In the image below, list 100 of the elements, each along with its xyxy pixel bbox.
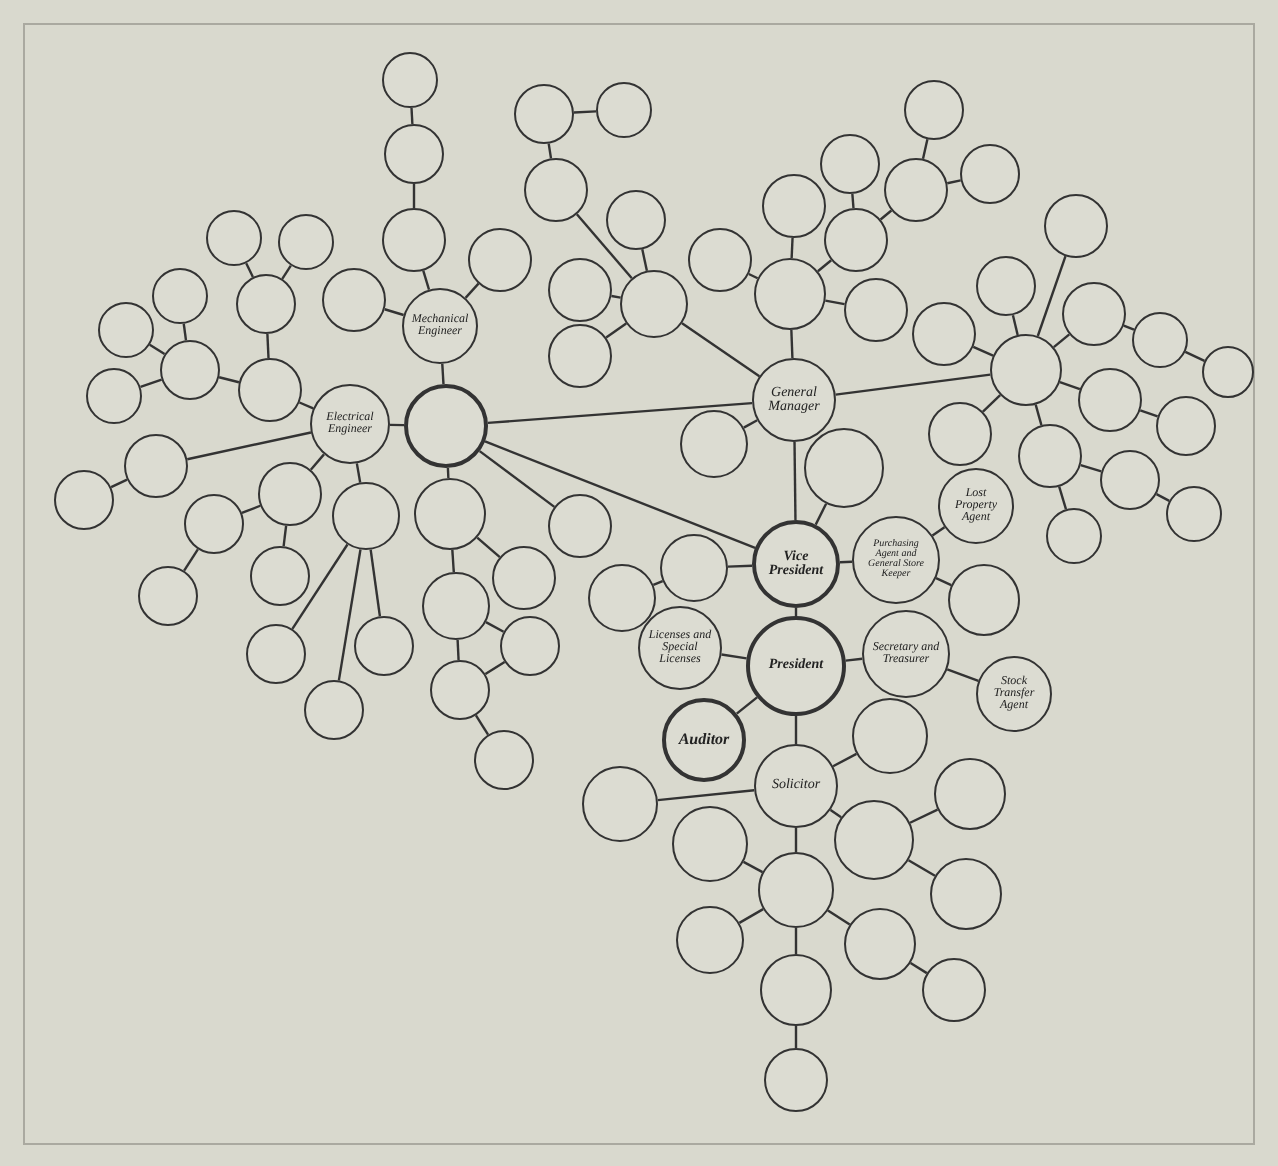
office-circle [754, 744, 838, 828]
connector-line [879, 209, 893, 221]
empty-circle [430, 660, 490, 720]
empty-circle [930, 858, 1002, 930]
empty-circle [680, 410, 748, 478]
empty-circle [1202, 346, 1254, 398]
connector-line [266, 333, 270, 359]
empty-circle [524, 158, 588, 222]
empty-circle [904, 80, 964, 140]
empty-circle [548, 324, 612, 388]
empty-circle [844, 908, 916, 980]
empty-circle [934, 758, 1006, 830]
empty-circle [304, 680, 364, 740]
empty-circle [124, 434, 188, 498]
empty-circle [660, 534, 728, 602]
empty-circle [1018, 424, 1082, 488]
office-title: Auditor [678, 731, 730, 749]
empty-circle [912, 302, 976, 366]
connector-line [478, 450, 556, 508]
connector-line [794, 928, 798, 954]
office-circle [976, 656, 1052, 732]
empty-circle [676, 906, 744, 974]
connector-line [187, 431, 312, 461]
empty-circle [1044, 194, 1108, 258]
empty-circle [54, 470, 114, 530]
empty-circle [824, 208, 888, 272]
office-circle [752, 358, 836, 442]
connector-line [422, 270, 431, 290]
empty-circle [1062, 282, 1126, 346]
empty-circle [1132, 312, 1188, 368]
empty-circle [250, 546, 310, 606]
empty-circle [606, 190, 666, 250]
connector-line [149, 343, 166, 356]
empty-circle [922, 958, 986, 1022]
connector-line [909, 808, 939, 824]
connector-line [309, 453, 325, 471]
connector-line [743, 419, 758, 429]
connector-line [935, 577, 952, 587]
empty-circle [1100, 450, 1160, 510]
connector-line [827, 909, 851, 926]
connector-line [456, 639, 460, 661]
empty-circle [976, 256, 1036, 316]
connector-line [851, 193, 855, 209]
connector-line [825, 299, 845, 306]
empty-circle [206, 210, 262, 266]
empty-circle [688, 228, 752, 292]
connector-line [291, 543, 349, 630]
connector-line [845, 657, 863, 662]
connector-line [441, 363, 445, 385]
empty-circle [238, 358, 302, 422]
connector-line [369, 549, 382, 617]
empty-circle [354, 616, 414, 676]
connector-line [641, 249, 649, 271]
empty-circle [960, 144, 1020, 204]
empty-circle [404, 384, 488, 468]
connector-line [410, 107, 414, 125]
empty-circle [760, 954, 832, 1026]
connector-line [182, 323, 188, 341]
connector-line [835, 373, 991, 396]
connector-line [573, 110, 597, 114]
connector-line [832, 752, 857, 768]
empty-circle [758, 852, 834, 928]
office-circle [852, 516, 940, 604]
empty-circle [588, 564, 656, 632]
connector-line [1155, 493, 1170, 502]
connector-line [183, 548, 199, 572]
office-circle [862, 610, 950, 698]
empty-circle [152, 268, 208, 324]
connector-line [487, 401, 753, 425]
empty-circle [382, 52, 438, 108]
connector-line [1036, 255, 1067, 337]
connector-line [972, 345, 994, 357]
connector-line [1058, 486, 1068, 510]
connector-line [742, 860, 764, 874]
empty-circle [246, 624, 306, 684]
connector-line [337, 549, 362, 681]
empty-circle [332, 482, 400, 550]
empty-circle [382, 208, 446, 272]
connector-line [282, 525, 288, 547]
connector-line [907, 859, 936, 877]
connector-line [605, 322, 627, 339]
empty-circle [98, 302, 154, 358]
connector-line [738, 908, 764, 924]
connector-line [946, 668, 979, 682]
connector-line [451, 549, 455, 573]
connector-line [1011, 314, 1019, 336]
connector-line [1080, 464, 1102, 473]
empty-circle [322, 268, 386, 332]
connector-line [547, 143, 553, 159]
empty-circle [762, 174, 826, 238]
office-circle [752, 520, 840, 608]
connector-line [245, 262, 254, 278]
empty-circle [468, 228, 532, 292]
empty-circle [834, 800, 914, 880]
connector-line [1034, 404, 1043, 426]
connector-line [794, 1026, 798, 1048]
empty-circle [672, 806, 748, 882]
office-circle [938, 468, 1014, 544]
empty-circle [1166, 486, 1222, 542]
empty-circle [514, 84, 574, 144]
